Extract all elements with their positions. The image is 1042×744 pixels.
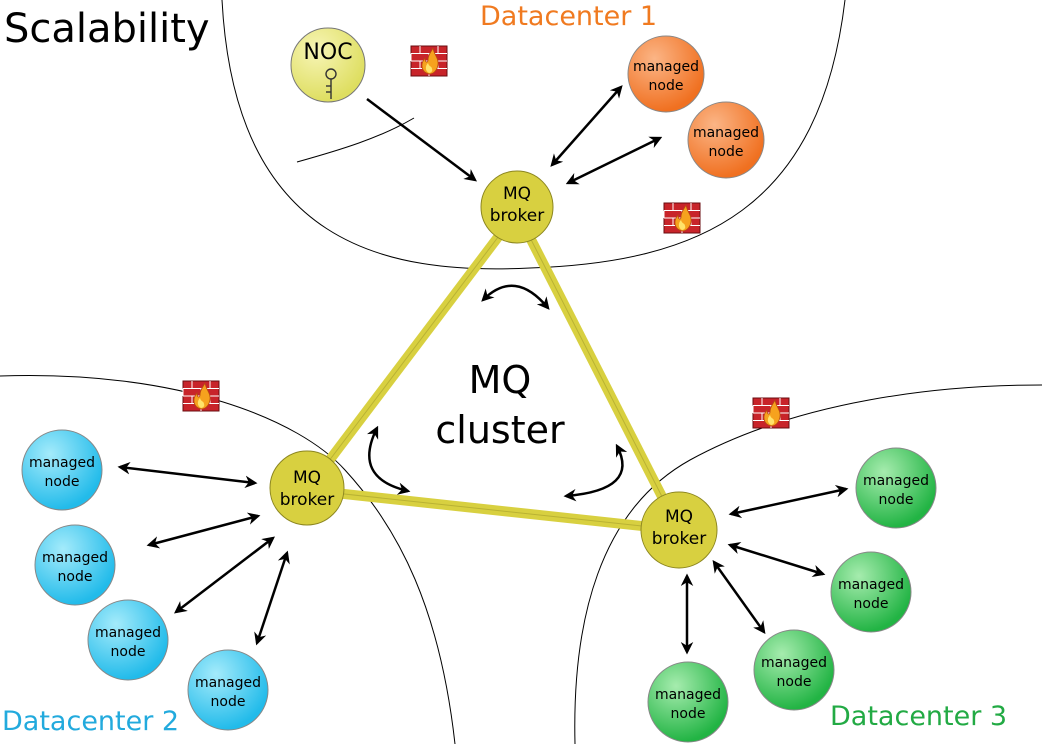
cluster-link-2-3 [306,485,680,535]
svg-text:node: node [879,492,914,508]
key-icon [325,68,337,99]
svg-text:MQ: MQ [665,507,693,527]
managed-node: managed node [753,629,835,711]
mq-broker-dc1: MQ broker [480,170,554,244]
dc1-node-arrow [550,85,623,167]
noc-node: NOC [290,27,366,103]
svg-text:managed: managed [42,550,108,566]
cluster-sync-arrow-right [563,443,628,502]
svg-text:managed: managed [633,59,699,75]
dc3-node-arrow [712,559,766,635]
cluster-link-1-3 [512,209,684,533]
svg-text:node: node [671,706,706,722]
cluster-sync-arrow-left [366,425,411,495]
datacenter-1-boundary [221,0,846,270]
cluster-label-line2: cluster [435,408,565,452]
dc2-node-arrow [117,461,258,489]
svg-text:MQ: MQ [503,184,531,204]
noc-label: NOC [303,40,352,65]
datacenter-3-label: Datacenter 3 [830,701,1007,732]
firewall-icon [663,202,701,234]
svg-text:node: node [211,694,246,710]
datacenter-1-label: Datacenter 1 [480,1,657,32]
managed-node: managed node [34,524,116,606]
svg-text:managed: managed [863,473,929,489]
mq-broker-dc3: MQ broker [640,491,718,569]
svg-text:managed: managed [838,577,904,593]
dc3-node-arrow [727,542,826,577]
managed-node: managed node [687,101,765,179]
cluster-sync-arrow-top [481,284,550,310]
svg-text:node: node [709,144,744,160]
svg-text:broker: broker [280,490,335,510]
datacenter-1-noc-divider [296,117,415,163]
datacenter-2-label: Datacenter 2 [2,706,179,737]
svg-text:broker: broker [652,529,707,549]
dc2-node-arrow [254,550,290,646]
svg-text:node: node [777,674,812,690]
svg-text:node: node [45,474,80,490]
svg-text:managed: managed [761,655,827,671]
firewall-icon [752,397,790,429]
dc2-node-arrow [174,536,275,614]
svg-text:managed: managed [693,125,759,141]
svg-text:managed: managed [95,625,161,641]
svg-text:broker: broker [490,206,545,226]
datacenter-2-boundary [0,375,456,744]
noc-to-broker-arrow [366,98,477,182]
managed-node: managed node [87,599,169,681]
svg-text:node: node [58,569,93,585]
dc2-node-arrow [146,512,261,549]
dc3-node-arrow [728,485,849,518]
managed-node: managed node [647,661,729,743]
datacenter-3-boundary [574,384,1042,744]
svg-text:managed: managed [195,675,261,691]
managed-node: managed node [21,429,103,511]
svg-text:node: node [111,644,146,660]
svg-text:node: node [649,78,684,94]
cluster-link-1-2 [303,208,521,494]
mq-broker-dc2: MQ broker [269,450,345,526]
svg-text:managed: managed [655,687,721,703]
firewall-icon [410,45,448,77]
svg-text:node: node [854,596,889,612]
managed-node: managed node [627,35,705,113]
managed-node: managed node [830,551,912,633]
page-title: Scalability [4,6,210,52]
svg-text:managed: managed [29,455,95,471]
cluster-label-line1: MQ [469,358,532,402]
managed-node: managed node [187,649,269,731]
firewall-icon [182,380,220,412]
dc1-node-arrow [565,136,663,185]
svg-text:MQ: MQ [293,468,321,488]
managed-node: managed node [855,447,937,529]
